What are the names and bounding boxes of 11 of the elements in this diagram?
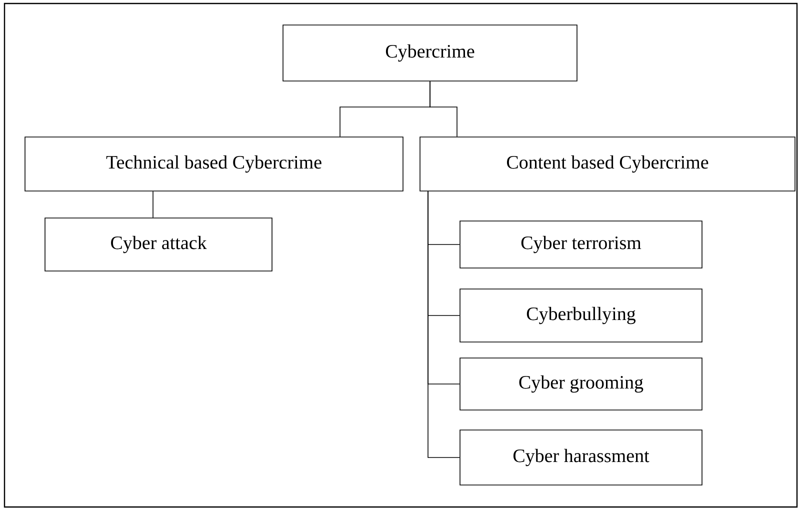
category-box: Technical based Cybercrime <box>24 136 404 192</box>
category-box: Cyber harassment <box>460 430 702 486</box>
category-box: Cyber grooming <box>460 358 702 410</box>
category-box: Content based Cybercrime <box>420 136 796 192</box>
connector-line <box>430 81 458 137</box>
category-box: Cybercrime <box>282 24 578 82</box>
connector-line <box>152 191 154 218</box>
category-box: Cyber terrorism <box>460 220 702 268</box>
category-box: Cyber attack <box>44 218 272 272</box>
category-box: Cyberbullying <box>460 288 702 342</box>
connector-line <box>428 191 460 458</box>
